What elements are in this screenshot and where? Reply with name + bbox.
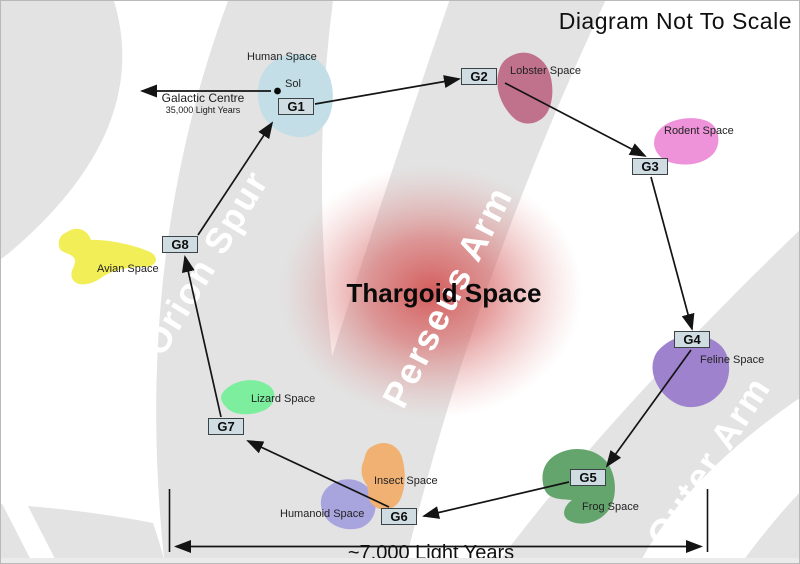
stripe-bottom-right-corner <box>741 493 799 563</box>
feline-space-label: Feline Space <box>700 354 765 366</box>
arrow-g7-g8 <box>181 255 222 418</box>
gate-g6: G6 <box>381 508 417 525</box>
humanoid-space-label: Humanoid Space <box>280 508 365 520</box>
sol-dot <box>274 87 281 95</box>
arrow-g1-g2 <box>314 75 461 105</box>
galactic-centre-name: Galactic Centre <box>161 91 245 105</box>
stripe-gap <box>1 491 58 563</box>
region-frog-blob <box>542 448 615 524</box>
region-insect-blob <box>361 443 405 510</box>
gate-g1: G1 <box>278 98 314 115</box>
galactic-centre-distance: 35,000 Light Years <box>165 105 241 115</box>
lobster-space-label: Lobster Space <box>510 65 581 77</box>
galactic-centre-caption: Galactic Centre 35,000 Light Years <box>147 91 259 116</box>
thargoid-zone <box>279 165 583 419</box>
region-rodent-blob <box>654 118 719 165</box>
avian-space-label: Avian Space <box>97 263 159 275</box>
lizard-space-label: Lizard Space <box>251 393 316 405</box>
region-human-blob <box>257 54 333 138</box>
region-avian-blob <box>58 228 156 285</box>
arrow-g3-g4 <box>650 176 695 331</box>
arrow-g4-g5 <box>605 349 692 468</box>
region-lobster-blob <box>497 52 553 124</box>
arrow-g2-g3 <box>504 82 647 157</box>
region-lizard-blob <box>221 380 275 415</box>
gate-g7: G7 <box>208 418 244 435</box>
region-feline-blob <box>652 335 730 408</box>
region-humanoid-blob <box>320 479 376 530</box>
scale-bar-label: ~7,000 Light Years <box>347 542 515 564</box>
arrow-g8-g1 <box>197 121 274 236</box>
stripe-top-left <box>1 1 123 259</box>
frog-space-label: Frog Space <box>582 501 639 513</box>
sol-label: Sol <box>285 78 301 90</box>
rodent-space-label: Rodent Space <box>664 125 734 137</box>
diagram-title: Diagram Not To Scale <box>558 8 792 34</box>
gate-g2: G2 <box>461 68 497 85</box>
bottom-edge-strip <box>1 558 799 563</box>
gate-g3: G3 <box>632 158 668 175</box>
gate-g8: G8 <box>162 236 198 253</box>
gate-g4: G4 <box>674 331 710 348</box>
gate-g5: G5 <box>570 469 606 486</box>
arrow-g5-g6 <box>422 481 570 519</box>
arrow-g6-g7 <box>246 440 390 508</box>
thargoid-space-label: Thargoid Space <box>346 278 542 308</box>
insect-space-label: Insect Space <box>374 475 438 487</box>
scale-bar <box>168 489 709 553</box>
route-arrows <box>181 75 695 519</box>
region-blobs <box>58 52 730 530</box>
galactic-centre-pointer <box>140 84 281 98</box>
human-space-label: Human Space <box>247 51 317 63</box>
